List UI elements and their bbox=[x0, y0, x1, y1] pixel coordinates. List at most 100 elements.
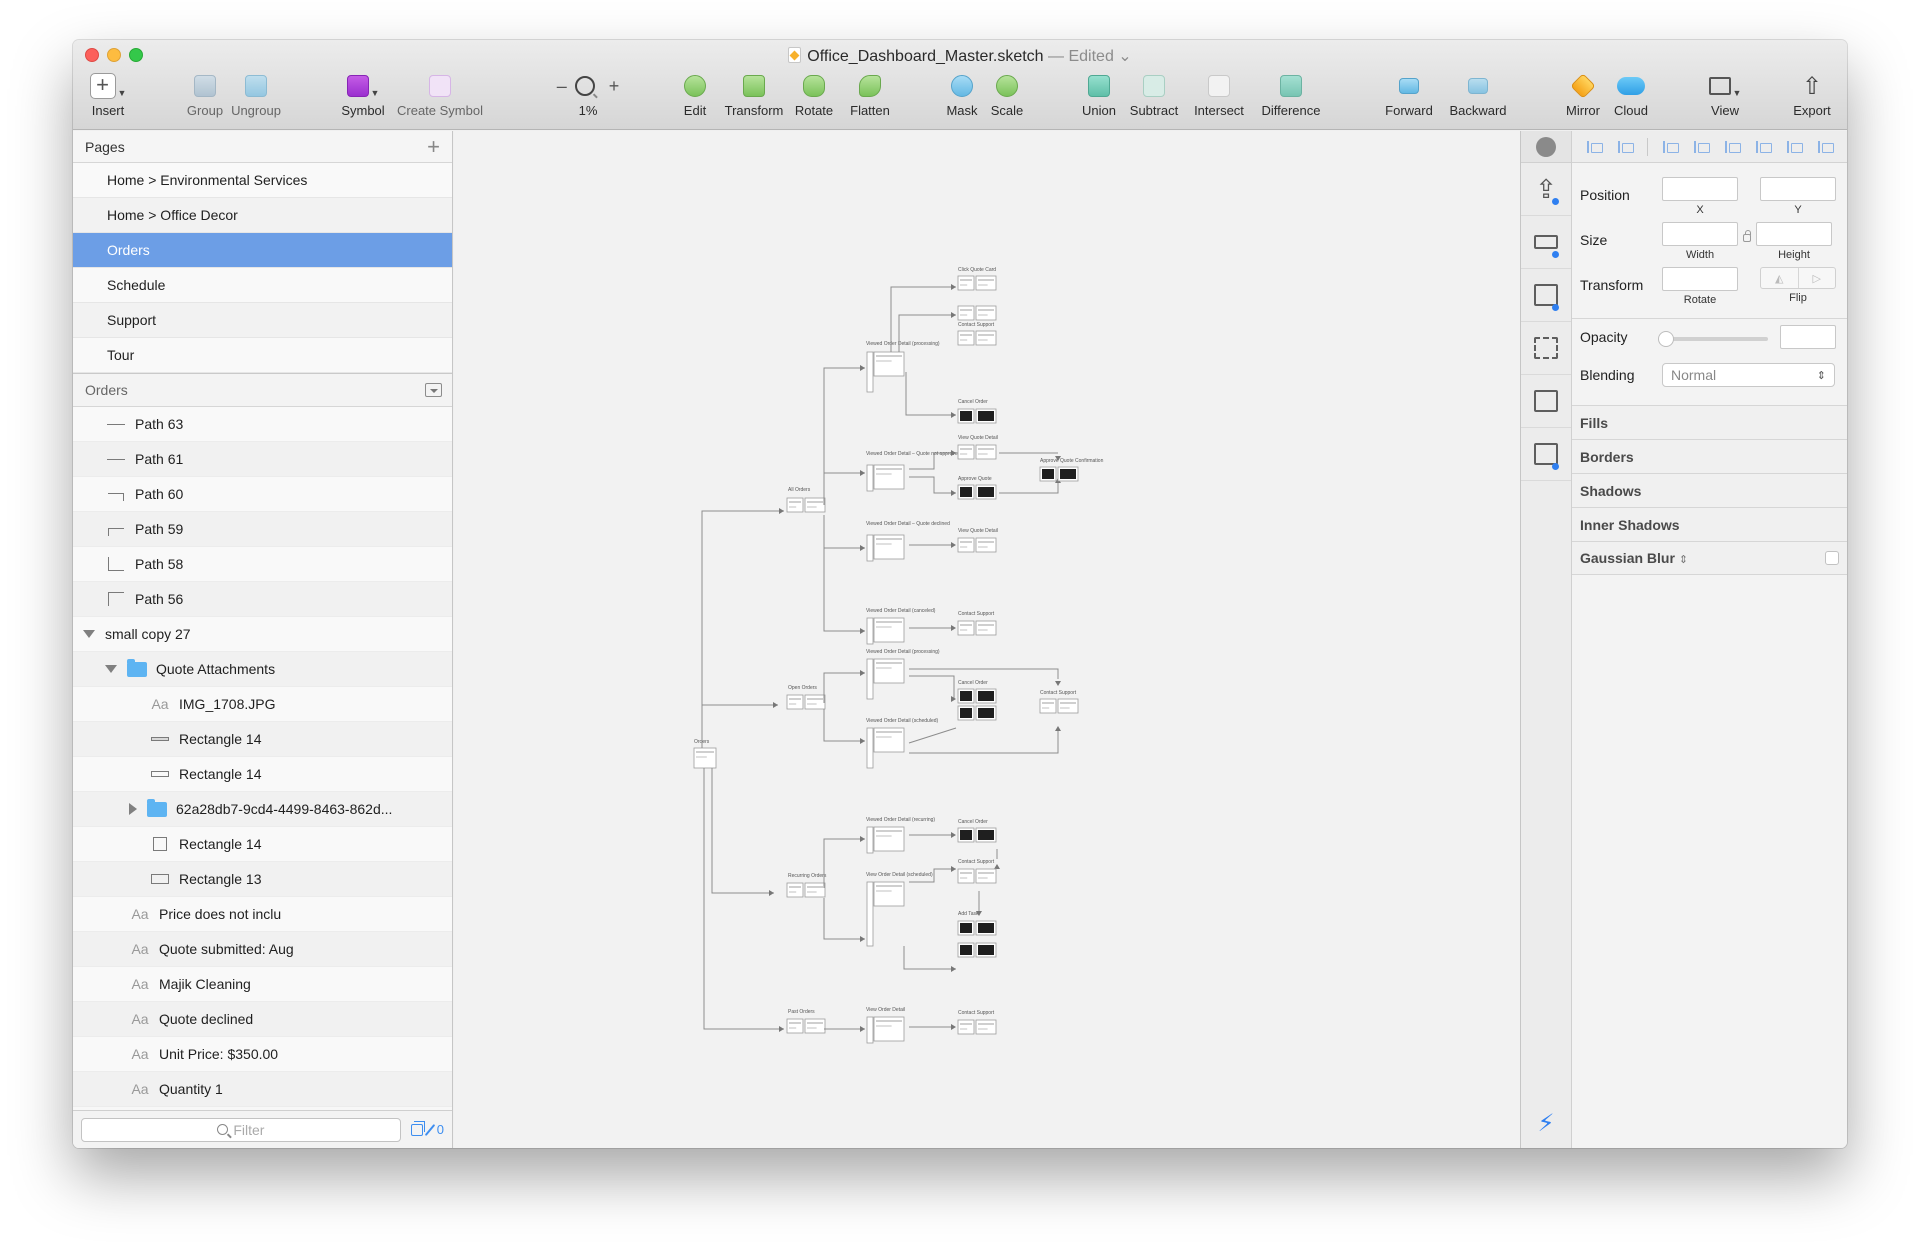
image-plugin-button[interactable] bbox=[1521, 428, 1571, 481]
difference-button[interactable]: Difference bbox=[1255, 70, 1327, 118]
insert-button[interactable]: +▼ Insert bbox=[83, 70, 133, 118]
align-bottom-icon[interactable] bbox=[1816, 139, 1835, 155]
disclosure-collapsed-icon[interactable] bbox=[129, 803, 137, 815]
layer-item[interactable]: Rectangle 14 bbox=[73, 827, 452, 862]
slice-filter-icon[interactable] bbox=[424, 1123, 436, 1136]
layer-item[interactable]: Path 61 bbox=[73, 442, 452, 477]
chevron-down-icon[interactable]: ⌄ bbox=[1113, 48, 1132, 65]
opacity-slider[interactable] bbox=[1658, 331, 1768, 347]
align-center-icon[interactable] bbox=[1692, 139, 1710, 155]
gaussian-blur-checkbox[interactable] bbox=[1825, 551, 1839, 565]
symbols-filter-icon[interactable] bbox=[410, 1120, 425, 1136]
layer-item[interactable]: Path 56 bbox=[73, 582, 452, 617]
filter-input[interactable]: Filter bbox=[81, 1117, 401, 1142]
layer-item[interactable]: Path 59 bbox=[73, 512, 452, 547]
layer-item[interactable]: Path 60 bbox=[73, 477, 452, 512]
layer-group-uuid[interactable]: 62a28db7-9cd4-4499-8463-862d... bbox=[73, 792, 452, 827]
blending-select[interactable]: Normal ⇕ bbox=[1662, 363, 1835, 387]
symbol-button[interactable]: ▼ Symbol bbox=[338, 70, 388, 118]
x-field[interactable] bbox=[1662, 177, 1738, 201]
layer-item[interactable]: Rectangle 14 bbox=[73, 757, 452, 792]
layer-group-quote-attachments[interactable]: Quote Attachments bbox=[73, 652, 452, 687]
opacity-field[interactable] bbox=[1780, 325, 1836, 349]
close-window-button[interactable] bbox=[85, 48, 99, 62]
mask-button[interactable]: Mask bbox=[943, 70, 981, 118]
slider-knob[interactable] bbox=[1658, 331, 1674, 347]
mirror-button[interactable]: Mirror bbox=[1561, 70, 1605, 118]
cloud-button[interactable]: Cloud bbox=[1609, 70, 1653, 118]
page-item-schedule[interactable]: Schedule bbox=[73, 268, 452, 303]
rotate-button[interactable]: Rotate bbox=[791, 70, 837, 118]
disclosure-expanded-icon[interactable] bbox=[83, 630, 95, 638]
view-button[interactable]: ▼ View bbox=[1703, 70, 1747, 118]
edited-status[interactable]: — Edited bbox=[1048, 48, 1114, 65]
height-field[interactable] bbox=[1756, 222, 1832, 246]
flip-vertical-button[interactable]: ▷ bbox=[1797, 268, 1836, 288]
distribute-horizontal-icon[interactable] bbox=[1585, 139, 1603, 155]
zoom-level[interactable]: 1% bbox=[578, 103, 598, 118]
layer-item[interactable]: Rectangle 13 bbox=[73, 862, 452, 897]
create-symbol-button[interactable]: Create Symbol bbox=[393, 70, 487, 118]
align-right-icon[interactable] bbox=[1723, 139, 1742, 155]
page-item-tour[interactable]: Tour bbox=[73, 338, 452, 373]
rotate-field[interactable] bbox=[1662, 267, 1738, 291]
scale-button[interactable]: Scale bbox=[987, 70, 1027, 118]
maximize-window-button[interactable] bbox=[129, 48, 143, 62]
group-button[interactable]: Group bbox=[183, 70, 227, 118]
gaussian-blur-section[interactable]: Gaussian Blur ⇕ bbox=[1572, 541, 1847, 575]
page-item-office-decor[interactable]: Home > Office Decor bbox=[73, 198, 452, 233]
layer-group-small-copy-27[interactable]: small copy 27 bbox=[73, 617, 452, 652]
page-item-environmental-services[interactable]: Home > Environmental Services bbox=[73, 163, 452, 198]
align-left-icon[interactable] bbox=[1661, 139, 1679, 155]
style-icon[interactable] bbox=[1536, 136, 1556, 157]
transform-button[interactable]: Transform bbox=[721, 70, 787, 118]
layer-item[interactable]: Path 58 bbox=[73, 547, 452, 582]
shadows-section[interactable]: Shadows bbox=[1572, 473, 1847, 507]
minimize-window-button[interactable] bbox=[107, 48, 121, 62]
y-field[interactable] bbox=[1760, 177, 1836, 201]
grid-plugin-button[interactable] bbox=[1521, 322, 1571, 375]
flip-horizontal-button[interactable]: ◭ bbox=[1775, 272, 1784, 285]
lightning-icon[interactable]: ⚡ bbox=[1537, 1110, 1555, 1137]
page-item-orders[interactable]: Orders bbox=[73, 233, 452, 268]
page-item-support[interactable]: Support bbox=[73, 303, 452, 338]
union-button[interactable]: Union bbox=[1077, 70, 1121, 118]
design-plugin-button[interactable] bbox=[1521, 375, 1571, 428]
fills-section[interactable]: Fills bbox=[1572, 405, 1847, 439]
layer-item[interactable]: Path 63 bbox=[73, 407, 452, 442]
distribute-vertical-icon[interactable] bbox=[1616, 139, 1634, 155]
share-plugin-button[interactable]: ⇪ bbox=[1521, 163, 1571, 216]
align-top-icon[interactable] bbox=[1754, 139, 1773, 155]
print-plugin-button[interactable] bbox=[1521, 216, 1571, 269]
layer-item[interactable]: Rectangle 14 bbox=[73, 722, 452, 757]
width-field[interactable] bbox=[1662, 222, 1738, 246]
intersect-button[interactable]: Intersect bbox=[1189, 70, 1249, 118]
subtract-button[interactable]: Subtract bbox=[1125, 70, 1183, 118]
zoom-in-button[interactable]: + bbox=[608, 75, 620, 96]
list-plugin-button[interactable] bbox=[1521, 269, 1571, 322]
stepper-icon[interactable]: ⇕ bbox=[1678, 554, 1689, 566]
lock-icon[interactable] bbox=[1743, 230, 1751, 242]
collapse-layers-icon[interactable] bbox=[425, 383, 442, 397]
borders-section[interactable]: Borders bbox=[1572, 439, 1847, 473]
align-middle-icon[interactable] bbox=[1785, 139, 1804, 155]
ungroup-button[interactable]: Ungroup bbox=[226, 70, 286, 118]
edit-button[interactable]: Edit bbox=[675, 70, 715, 118]
inner-shadows-section[interactable]: Inner Shadows bbox=[1572, 507, 1847, 541]
layer-label: Quote declined bbox=[159, 1011, 254, 1027]
add-page-button[interactable]: + bbox=[427, 133, 440, 159]
disclosure-expanded-icon[interactable] bbox=[105, 665, 117, 673]
forward-button[interactable]: Forward bbox=[1381, 70, 1437, 118]
flatten-button[interactable]: Flatten bbox=[845, 70, 895, 118]
export-button[interactable]: ⇧ Export bbox=[1787, 70, 1837, 119]
backward-button[interactable]: Backward bbox=[1445, 70, 1511, 118]
zoom-out-button[interactable]: – bbox=[556, 75, 567, 96]
